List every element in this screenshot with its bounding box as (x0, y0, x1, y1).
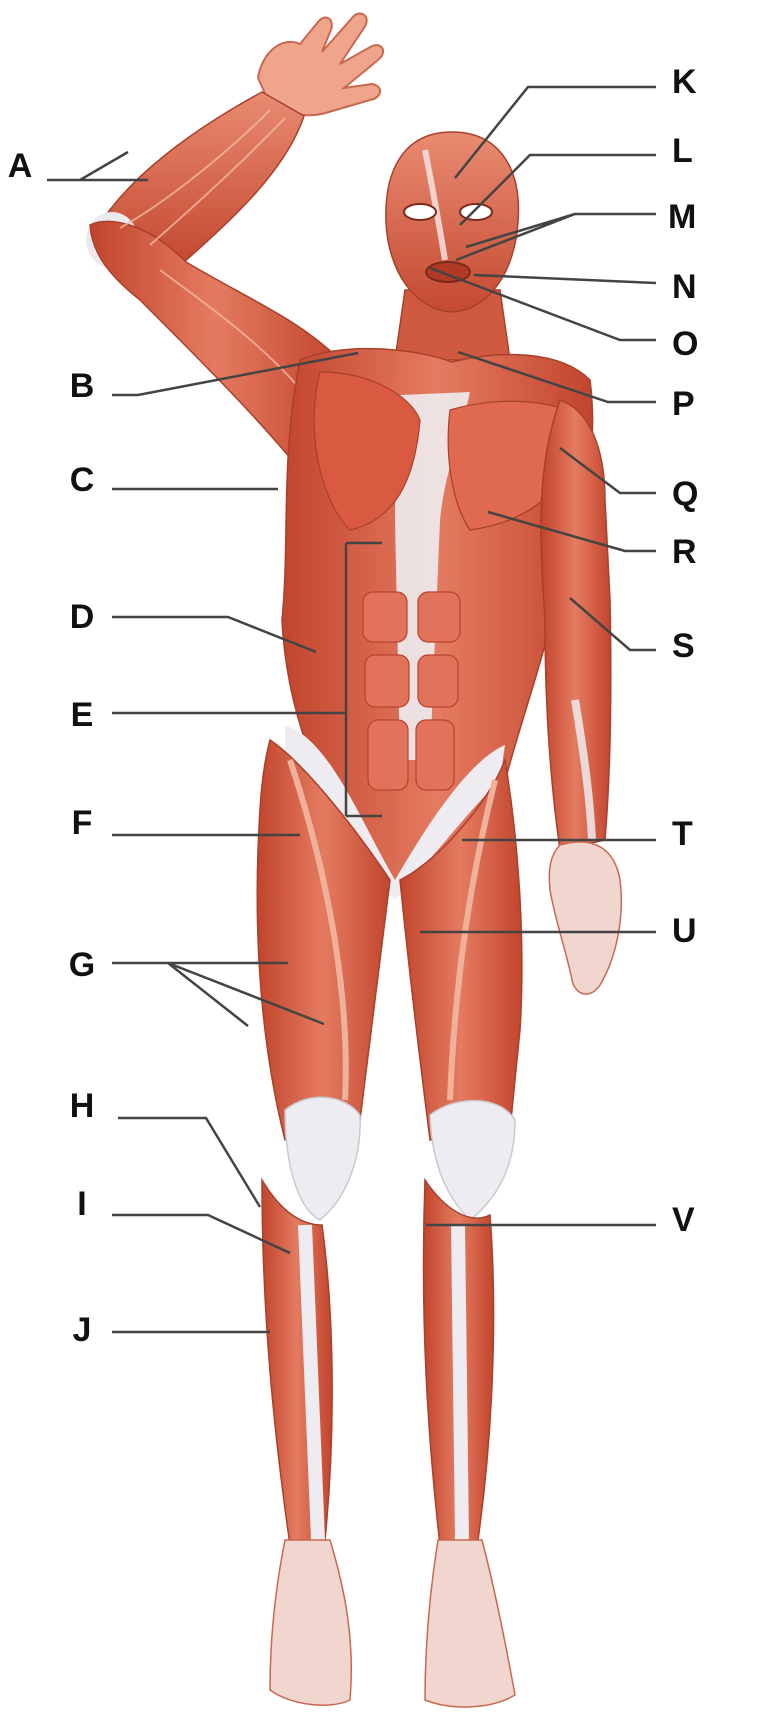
face (386, 132, 519, 312)
label-M: M (668, 200, 718, 234)
leader-H (118, 1118, 260, 1207)
label-P: P (672, 387, 722, 421)
label-D: D (62, 600, 102, 634)
label-G: G (62, 948, 102, 982)
knee-viewer-left (285, 1097, 360, 1220)
label-N: N (672, 270, 722, 304)
label-L: L (672, 134, 722, 168)
head (386, 132, 519, 360)
leader-A (47, 152, 148, 180)
label-T: T (672, 817, 722, 851)
label-I: I (62, 1187, 102, 1221)
right-eye (460, 204, 492, 220)
mouth (426, 262, 470, 282)
legs (257, 740, 522, 1707)
label-J: J (62, 1313, 102, 1347)
label-V: V (672, 1203, 722, 1237)
label-A: A (0, 149, 40, 183)
lowered-arm (541, 400, 621, 994)
label-E: E (62, 698, 102, 732)
label-O: O (672, 327, 722, 361)
label-R: R (672, 535, 722, 569)
lowered-hand (549, 842, 621, 994)
label-S: S (672, 629, 722, 663)
left-eye (404, 204, 436, 220)
label-K: K (672, 65, 722, 99)
label-C: C (62, 463, 102, 497)
label-Q: Q (672, 477, 722, 511)
label-U: U (672, 914, 722, 948)
label-F: F (62, 806, 102, 840)
label-B: B (62, 369, 102, 403)
label-H: H (62, 1089, 102, 1123)
foot-viewer-right (425, 1540, 515, 1707)
foot-viewer-left (270, 1540, 351, 1705)
